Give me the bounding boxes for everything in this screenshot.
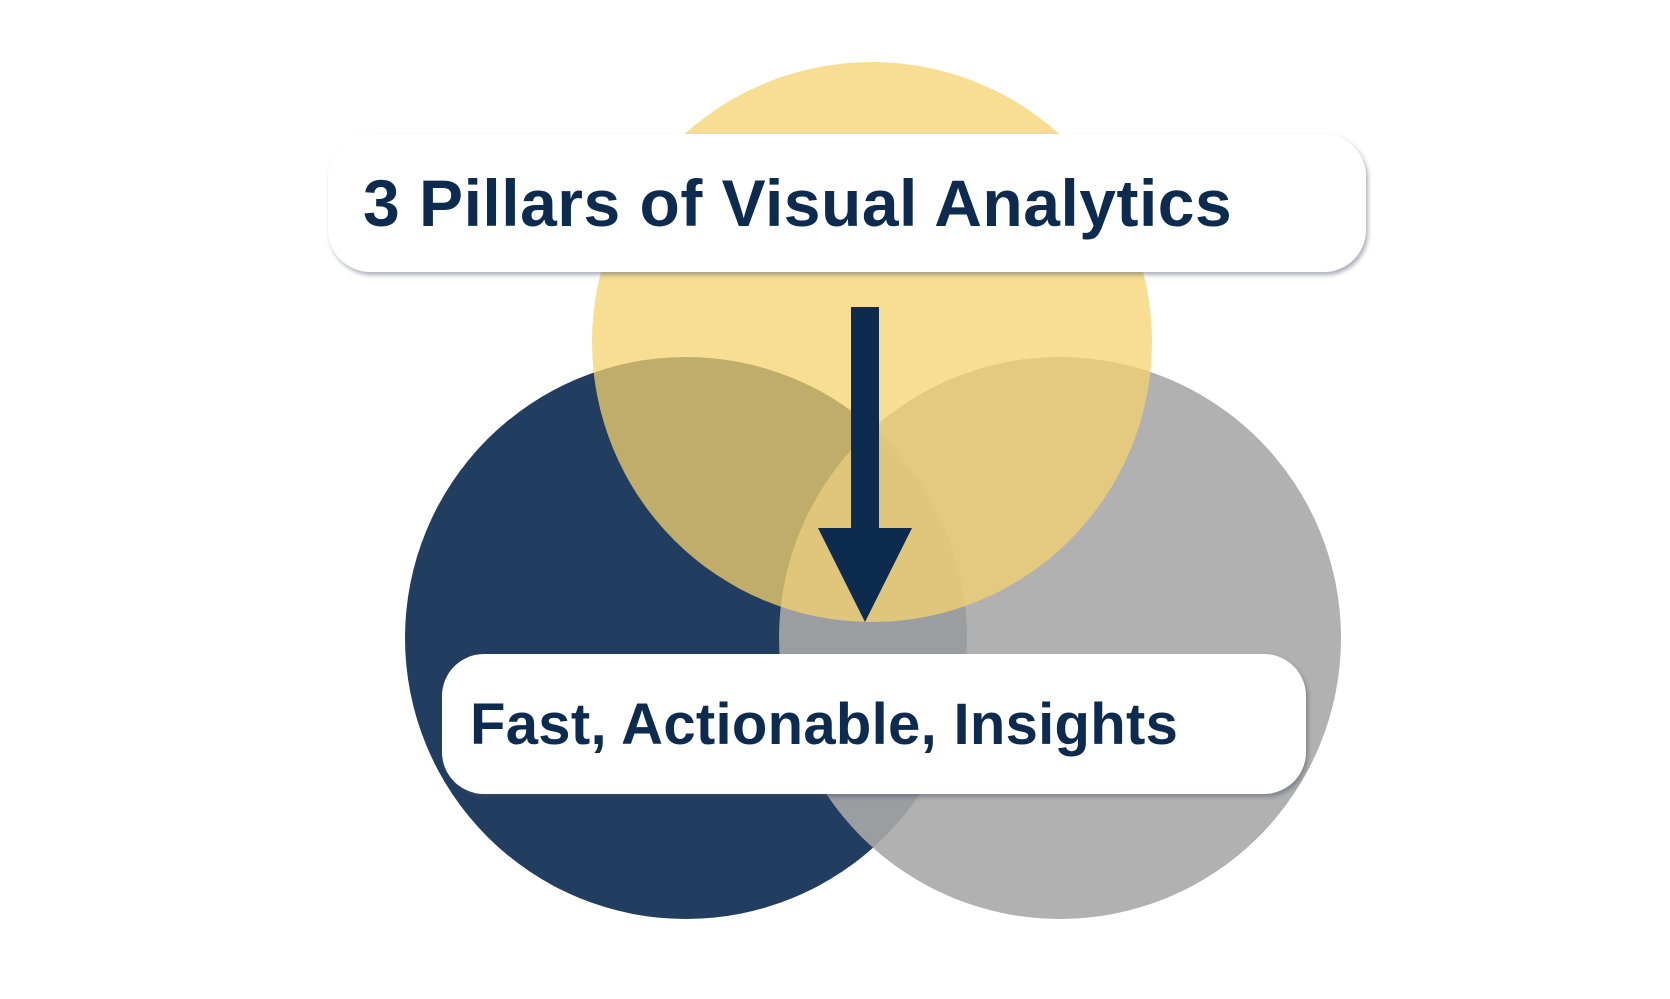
title-box: 3 Pillars of Visual Analytics: [328, 134, 1366, 272]
down-arrow-icon: [818, 307, 912, 622]
result-label: Fast, Actionable, Insights: [470, 691, 1179, 757]
diagram-title: 3 Pillars of Visual Analytics: [363, 166, 1233, 240]
result-box: Fast, Actionable, Insights: [442, 654, 1306, 794]
